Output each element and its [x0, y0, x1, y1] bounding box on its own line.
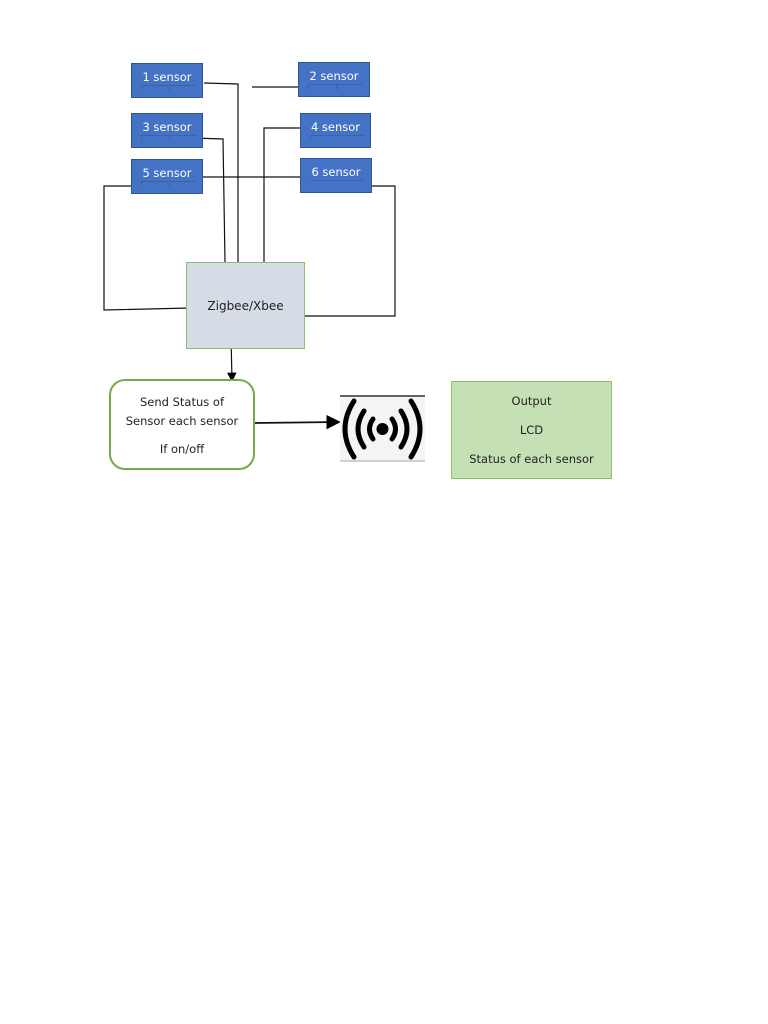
sensor-3-detail [141, 135, 196, 141]
sensor-5-box: 5 sensor [131, 159, 203, 194]
sensor-1-label: 1 sensor [142, 70, 192, 84]
sensor-6-box: 6 sensor [300, 158, 372, 193]
connector-sensor-1 [203, 82, 239, 262]
sensor-5-label: 5 sensor [142, 166, 192, 180]
sensor-2-label: 2 sensor [309, 69, 359, 83]
sensor-5-detail [141, 181, 196, 187]
hub-label: Zigbee/Xbee [207, 298, 284, 313]
output-lcd-box: Output LCD Status of each sensor [451, 381, 612, 479]
zigbee-xbee-hub: Zigbee/Xbee [186, 262, 305, 349]
sensor-1-detail [141, 85, 196, 91]
connector-send-to-wireless [252, 414, 341, 430]
sensor-6-label: 6 sensor [311, 165, 361, 179]
sensor-3-box: 3 sensor [131, 113, 203, 148]
sensor-4-detail [310, 135, 364, 141]
connector-sensor-5 [103, 185, 191, 311]
output-line-3: Status of each sensor [469, 452, 594, 466]
sensor-2-detail [308, 84, 363, 90]
output-line-2: LCD [519, 423, 544, 437]
sensor-6-detail [310, 180, 365, 186]
send-status-line-1: Send Status of [139, 395, 224, 409]
sensor-1-box: 1 sensor [131, 63, 203, 98]
wireless-signal-icon [340, 395, 425, 462]
output-line-1: Output [511, 394, 552, 408]
sensor-4-box: 4 sensor [300, 113, 371, 148]
send-status-box: Send Status of Sensor each sensor If on/… [109, 379, 255, 470]
connector-sensor-4 [263, 127, 308, 262]
sensor-4-label: 4 sensor [310, 120, 361, 134]
sensor-2-box: 2 sensor [298, 62, 370, 97]
sensor-3-label: 3 sensor [142, 120, 192, 134]
connector-sensor-3 [192, 137, 226, 263]
send-status-line-2: Sensor each sensor [125, 414, 239, 428]
connector-sensor-6 [302, 185, 396, 317]
send-status-line-3: If on/off [159, 442, 205, 456]
